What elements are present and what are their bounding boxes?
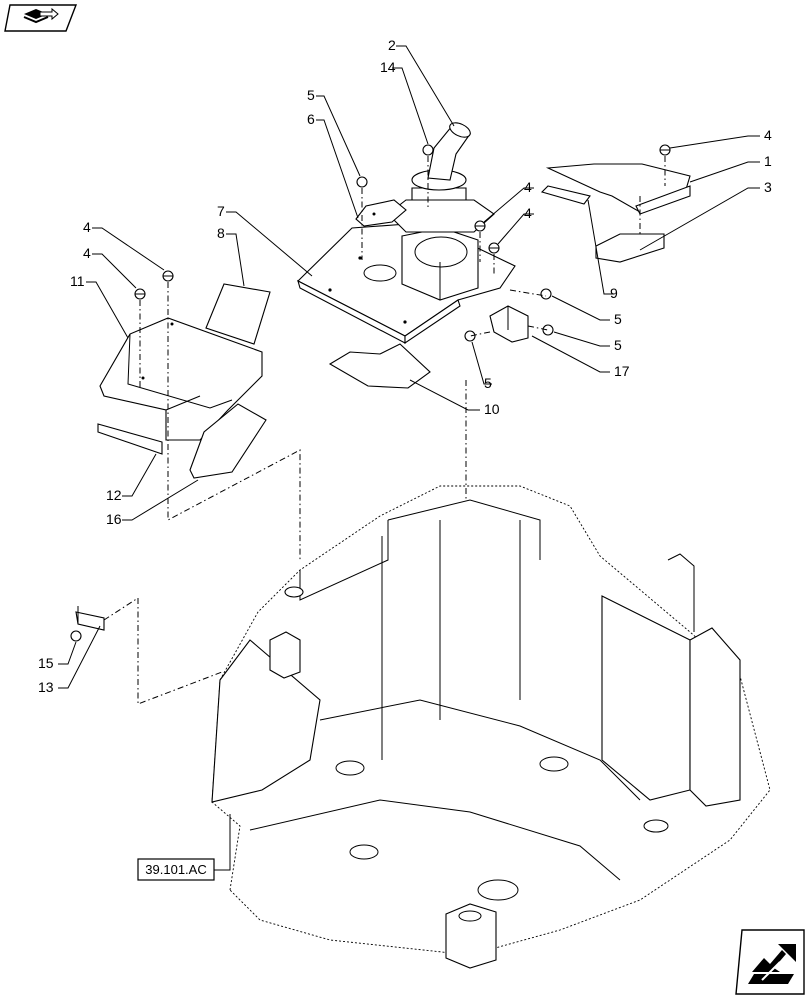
callout-14: 14 [380, 59, 396, 75]
callout-17: 17 [614, 363, 630, 379]
callout-6: 6 [307, 111, 315, 127]
callout-4: 4 [83, 219, 91, 235]
callout-4: 4 [524, 205, 532, 221]
bolt-5-top [356, 176, 368, 188]
part-12-strip [97, 423, 163, 455]
bolt-15 [70, 630, 82, 642]
reference-box[interactable]: 39.101.AC [137, 814, 231, 881]
duct-box [401, 227, 479, 301]
alignment-lines [103, 156, 666, 705]
callout-5: 5 [307, 87, 315, 103]
callout-4: 4 [524, 179, 532, 195]
bolt-group [70, 144, 671, 642]
callout-3: 3 [764, 179, 772, 195]
bolt-4-left-b [134, 288, 146, 300]
callout-7: 7 [217, 203, 225, 219]
callout-5: 5 [614, 337, 622, 353]
part-13-clip [75, 606, 105, 631]
callout-1: 1 [764, 153, 772, 169]
callout-8: 8 [217, 225, 225, 241]
callout-13: 13 [38, 679, 54, 695]
bolt-4-mid-a [474, 220, 486, 232]
bottom-nav-button[interactable] [735, 929, 805, 995]
callout-5: 5 [484, 375, 492, 391]
part-1-side-panel [545, 163, 691, 215]
callout-4: 4 [764, 127, 772, 143]
part-17-bracket [489, 305, 529, 343]
callout-4: 4 [83, 245, 91, 261]
callout-10: 10 [484, 401, 500, 417]
part-11-trim-cover [99, 317, 263, 441]
upper-frame [211, 485, 771, 969]
callout-labels: 2 14 5 6 7 8 4 4 11 12 16 4 1 3 9 4 4 5 … [38, 37, 772, 695]
bolt-4-mid-b [488, 242, 500, 254]
previous-page-icon [23, 7, 59, 24]
next-page-icon [748, 944, 796, 984]
bolt-4-top-right [659, 144, 671, 156]
callout-16: 16 [106, 511, 122, 527]
bolt-5-right-c [464, 330, 476, 342]
callout-9: 9 [610, 285, 618, 301]
part-16-pad [189, 403, 267, 479]
part-3-pad [595, 233, 665, 263]
part-9-strip [540, 185, 591, 205]
reference-label: 39.101.AC [145, 862, 206, 877]
callout-12: 12 [106, 487, 122, 503]
part-2-duct-elbow [387, 122, 495, 233]
bolt-4-left-a [162, 270, 174, 282]
bolt-5-right-a [540, 288, 552, 300]
leader-lines [58, 45, 760, 689]
callout-2: 2 [388, 37, 396, 53]
part-6-cover-plate [355, 199, 407, 227]
callout-15: 15 [38, 655, 54, 671]
part-8-pad [205, 283, 271, 345]
callout-11: 11 [70, 273, 85, 289]
bolt-5-right-b [542, 324, 554, 336]
bolt-14 [422, 144, 434, 156]
top-nav-button[interactable] [4, 4, 78, 32]
callout-5: 5 [614, 311, 622, 327]
part-10-mat [328, 343, 431, 389]
